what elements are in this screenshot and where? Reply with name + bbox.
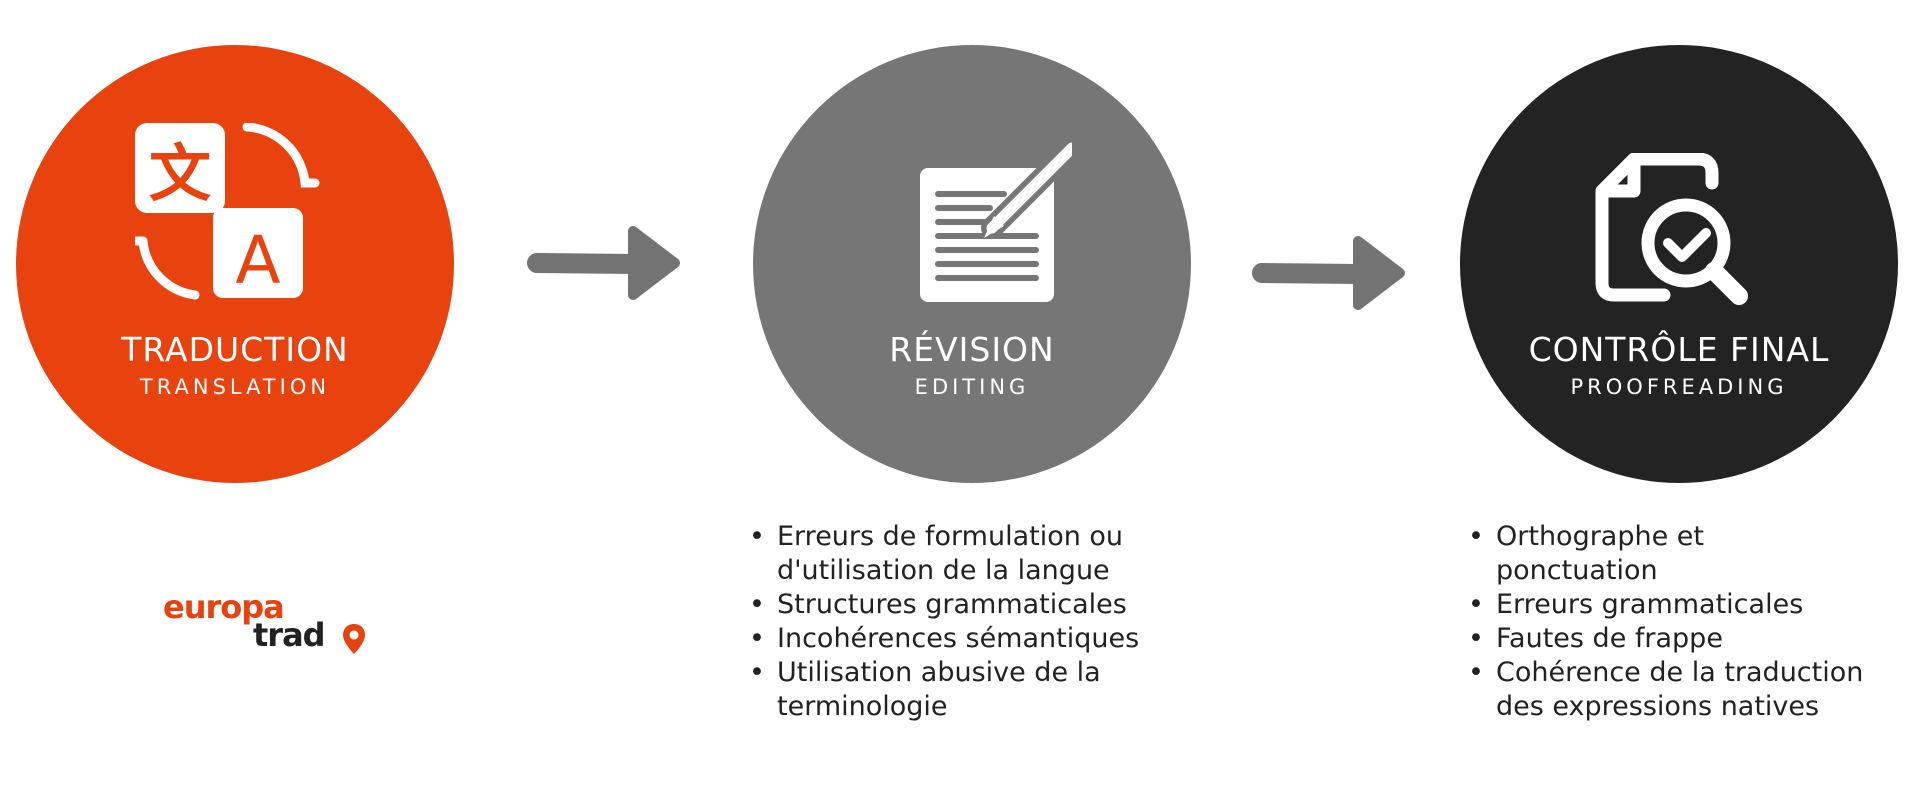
step-subtitle: PROOFREADING xyxy=(1570,375,1788,399)
europatrad-logo: europa trad xyxy=(163,588,373,678)
svg-text:文: 文 xyxy=(149,137,211,210)
step-title: TRADUCTION xyxy=(121,330,349,369)
editing-criteria-list: Erreurs de formulation oud'utilisation d… xyxy=(743,520,1139,724)
step-editing: RÉVISION EDITING xyxy=(753,45,1191,483)
document-pencil-icon xyxy=(920,137,1072,302)
step-subtitle: EDITING xyxy=(914,375,1030,399)
list-item: Fautes de frappe xyxy=(1468,622,1863,656)
translate-icon: 文 A xyxy=(135,123,320,300)
document-magnifier-check-icon xyxy=(1595,153,1748,305)
step-title: RÉVISION xyxy=(889,330,1055,369)
logo-line-trad: trad xyxy=(253,616,326,654)
location-pin-icon xyxy=(343,624,365,654)
list-item: Erreurs grammaticales xyxy=(1468,588,1863,622)
step-proofreading: CONTRÔLE FINAL PROOFREADING xyxy=(1460,45,1898,483)
arrow-right-icon xyxy=(1252,236,1405,310)
arrow-right-icon xyxy=(527,226,680,300)
step-translation: 文 A TRADUCTION TRANSLATION xyxy=(16,45,454,483)
logo-line-europa: europa xyxy=(163,588,285,626)
step-title: CONTRÔLE FINAL xyxy=(1528,330,1830,369)
svg-text:A: A xyxy=(235,222,280,299)
step-subtitle: TRANSLATION xyxy=(139,375,331,399)
list-item: Erreurs de formulation oud'utilisation d… xyxy=(749,520,1139,588)
list-item: Incohérences sémantiques xyxy=(749,622,1139,656)
list-item: Structures grammaticales xyxy=(749,588,1139,622)
